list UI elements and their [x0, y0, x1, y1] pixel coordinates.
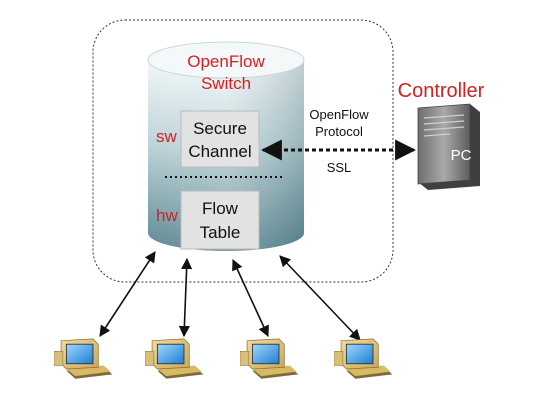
link-label-line2: Protocol: [315, 124, 363, 139]
switch-title-line2: Switch: [201, 74, 251, 93]
switch-title-line1: OpenFlow: [187, 52, 265, 71]
secure-channel-box: Secure Channel: [180, 110, 260, 168]
host-link-1: [99, 251, 156, 337]
host-link-2: [178, 257, 193, 338]
hw-label: hw: [156, 206, 178, 225]
controller-title: Controller: [398, 80, 485, 102]
controller-pc-label: PC: [451, 147, 472, 164]
host-computer-icon-2: [145, 338, 204, 380]
host-computer-icon-1: [54, 338, 113, 380]
host-computer-icon-3: [240, 338, 299, 380]
flow-table-line1: Flow: [202, 199, 239, 218]
secure-channel-line1: Secure: [193, 119, 247, 138]
host-link-4: [279, 255, 361, 341]
host-link-3: [232, 258, 269, 338]
link-label-line3: SSL: [327, 160, 352, 175]
sw-label: sw: [156, 127, 178, 146]
controller-pc-icon: PC: [417, 103, 480, 190]
secure-channel-line2: Channel: [188, 142, 251, 161]
flow-table-line2: Table: [200, 223, 241, 242]
link-label-line1: OpenFlow: [309, 107, 369, 122]
flow-table-box: Flow Table: [180, 190, 260, 250]
host-computer-icon-4: [334, 338, 393, 380]
